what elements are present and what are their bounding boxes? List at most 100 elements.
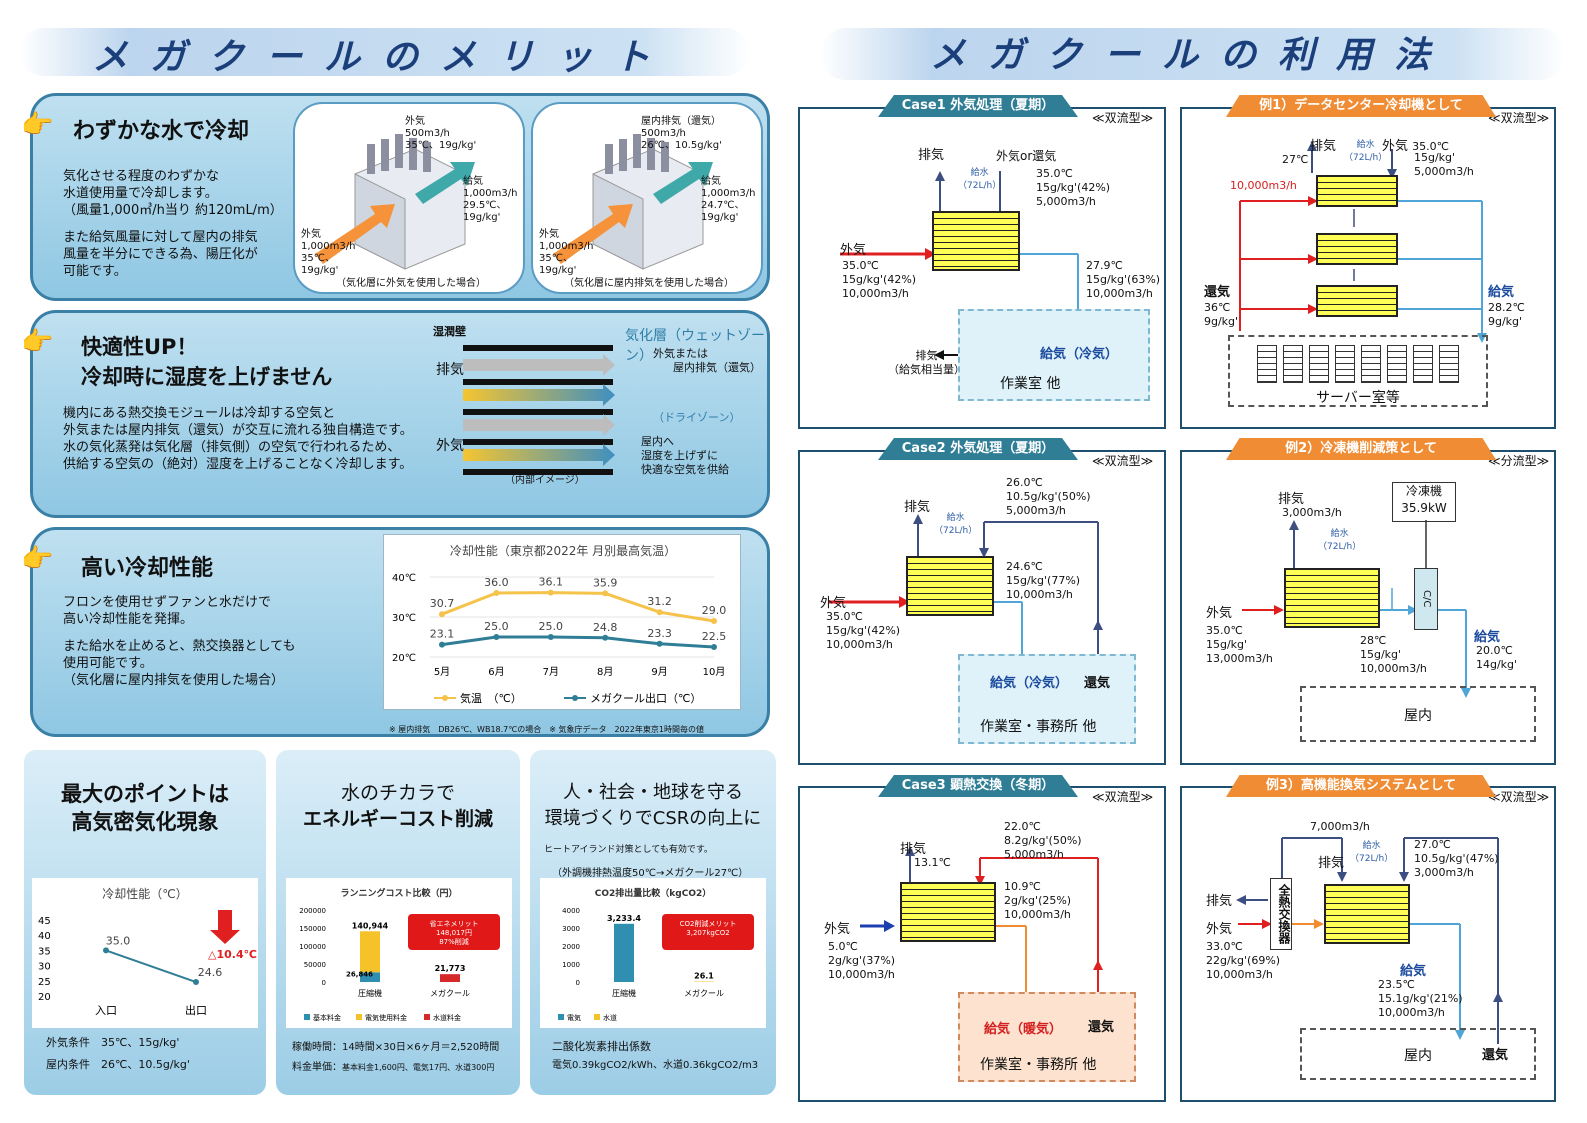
x-tick-label: 5月 <box>434 666 450 678</box>
ex2-exhaust-flow: 3,000m3/h <box>1282 506 1342 519</box>
y-tick-label: 20℃ <box>392 653 416 664</box>
legend-label: 水道料金 <box>433 1013 461 1022</box>
data-label: 22.5 <box>702 630 727 643</box>
cost-chart-svg: ランニングコスト比較（円）200000150000100000500000140… <box>299 887 500 1022</box>
merit1-heading: わずかな水で冷却 <box>73 119 250 144</box>
ex1-unit-1 <box>1316 175 1398 207</box>
data-label: 36.0 <box>484 576 509 589</box>
ex1-box: ≪双流型≫ 排気 27℃ 給水（72L/h） 外気 35.0℃ 15g/kg'5… <box>1180 107 1556 429</box>
data-point <box>103 947 109 954</box>
data-point <box>493 590 500 596</box>
legend-marker <box>442 695 448 701</box>
ex2-supply: 給気 <box>1474 630 1501 645</box>
data-point <box>711 618 717 624</box>
ex2-room: 屋内 <box>1300 686 1536 742</box>
merit2-heading2: 冷却時に湿度を上げません <box>81 365 333 389</box>
case1-exhaust2: 排気（給気相当量） <box>888 349 965 376</box>
ex1-tab: 例1）データセンター冷却機として <box>1226 95 1496 117</box>
ex1-type: ≪双流型≫ <box>1488 111 1550 125</box>
data-point <box>547 634 554 640</box>
callout-text: CO2削減メリット <box>680 919 737 928</box>
y-tick-label: 45 <box>38 916 51 927</box>
bar-segment <box>614 923 634 982</box>
case2-return-label: 還気 <box>1084 676 1111 691</box>
ex1-outside: 外気 35.0℃ <box>1382 139 1450 154</box>
ex3-supply: 給気 <box>1400 964 1427 979</box>
bar-segment <box>360 972 380 982</box>
y-tick-label: 0 <box>322 979 326 987</box>
data-point <box>193 979 199 986</box>
right-title-brush <box>820 28 1565 80</box>
case2-water: 給水（72L/h） <box>934 513 978 536</box>
pointing-hand-icon: 👉 <box>21 327 54 357</box>
x-tick-label: 出口 <box>185 1003 207 1017</box>
data-label: 23.1 <box>430 628 455 641</box>
data-point <box>602 634 609 641</box>
merit3-note: ※ 屋内排気 DB26℃、WB18.7℃の場合 ※ 気象庁データ 2022年東京… <box>389 725 704 734</box>
ex2-unit <box>1284 568 1380 628</box>
bar-total-label: 3,233.4 <box>607 914 641 923</box>
wet-wall-label: 湿潤壁 <box>433 325 466 338</box>
ex1-return: 還気 <box>1204 285 1231 300</box>
ex3-exhaust: 排気 <box>1206 894 1233 909</box>
pointing-hand-icon: 👉 <box>21 110 54 140</box>
callout-box <box>408 914 500 950</box>
card1-outside-cond: 外気条件 35℃、15g/kg' <box>46 1036 180 1049</box>
data-label: 24.6 <box>198 966 223 979</box>
y-tick-label: 30℃ <box>392 613 416 624</box>
card1-heading2: 高気密気化現象 <box>71 810 219 834</box>
pointing-hand-icon: 👉 <box>21 544 54 574</box>
ex2-flow-diagram <box>1242 520 1471 698</box>
y-tick-label: 200000 <box>299 907 326 915</box>
dry-zone-label: （ドライゾーン） <box>653 411 741 424</box>
ex3-tab: 例3）高機能換気システムとして <box>1226 775 1496 797</box>
co2-chart-svg: CO2排出量比較（kgCO2）400030002000100003,233.4圧… <box>558 887 754 1022</box>
ex3-room: 屋内 <box>1300 1028 1536 1080</box>
case1-unit <box>932 211 1020 271</box>
legend-swatch <box>594 1014 600 1020</box>
case3-room-label: 作業室・事務所 他 <box>980 1057 1097 1073</box>
x-tick-label: 7月 <box>543 666 559 678</box>
merit2-text: 機内にある熱交換モジュールは冷却する空気と外気または屋内排気（還気）が交互に流れ… <box>63 406 413 472</box>
card3-factor-values: 電気0.39kgCO2/kWh、水道0.36kgCO2/m3 <box>552 1060 759 1071</box>
outside-air-label: 外気 <box>436 438 464 454</box>
x-tick-label: メガクール <box>684 988 724 998</box>
merit3-panel: 👉 高い冷却性能 フロンを使用せずファンと水だけで高い冷却性能を発揮。また給水を… <box>21 527 770 737</box>
callout-text: 省エネメリット <box>430 919 479 928</box>
data-point <box>711 644 717 650</box>
merit2-panel: 👉 快適性UP！ 冷却時に湿度を上げません 機内にある熱交換モジュールは冷却する… <box>21 310 770 518</box>
ex1-outside-values: 15g/kg'5,000m3/h <box>1414 151 1474 178</box>
left-title: メガクールのメリット <box>92 37 673 78</box>
chart-title: ランニングコスト比較（円） <box>340 887 457 899</box>
x-tick-label: 10月 <box>703 666 726 678</box>
data-point <box>439 611 445 618</box>
ex2-type: ≪分流型≫ <box>1488 454 1550 468</box>
y-tick-label: 50000 <box>304 961 326 969</box>
ex3-outside: 外気 <box>1206 922 1233 937</box>
card2-heading1: 水のチカラで <box>340 782 455 804</box>
case3-tab: Case3 顕熱交換（冬期） <box>878 775 1078 797</box>
series-line <box>105 949 197 983</box>
case2-room-label: 作業室・事務所 他 <box>980 719 1097 735</box>
fig1-caption: （気化層に外気を使用した場合） <box>336 278 486 289</box>
y-tick-label: 40℃ <box>392 573 416 584</box>
ex3-flow: 7,000m3/h <box>1310 820 1370 833</box>
exhaust-label: 排気 <box>436 362 464 378</box>
